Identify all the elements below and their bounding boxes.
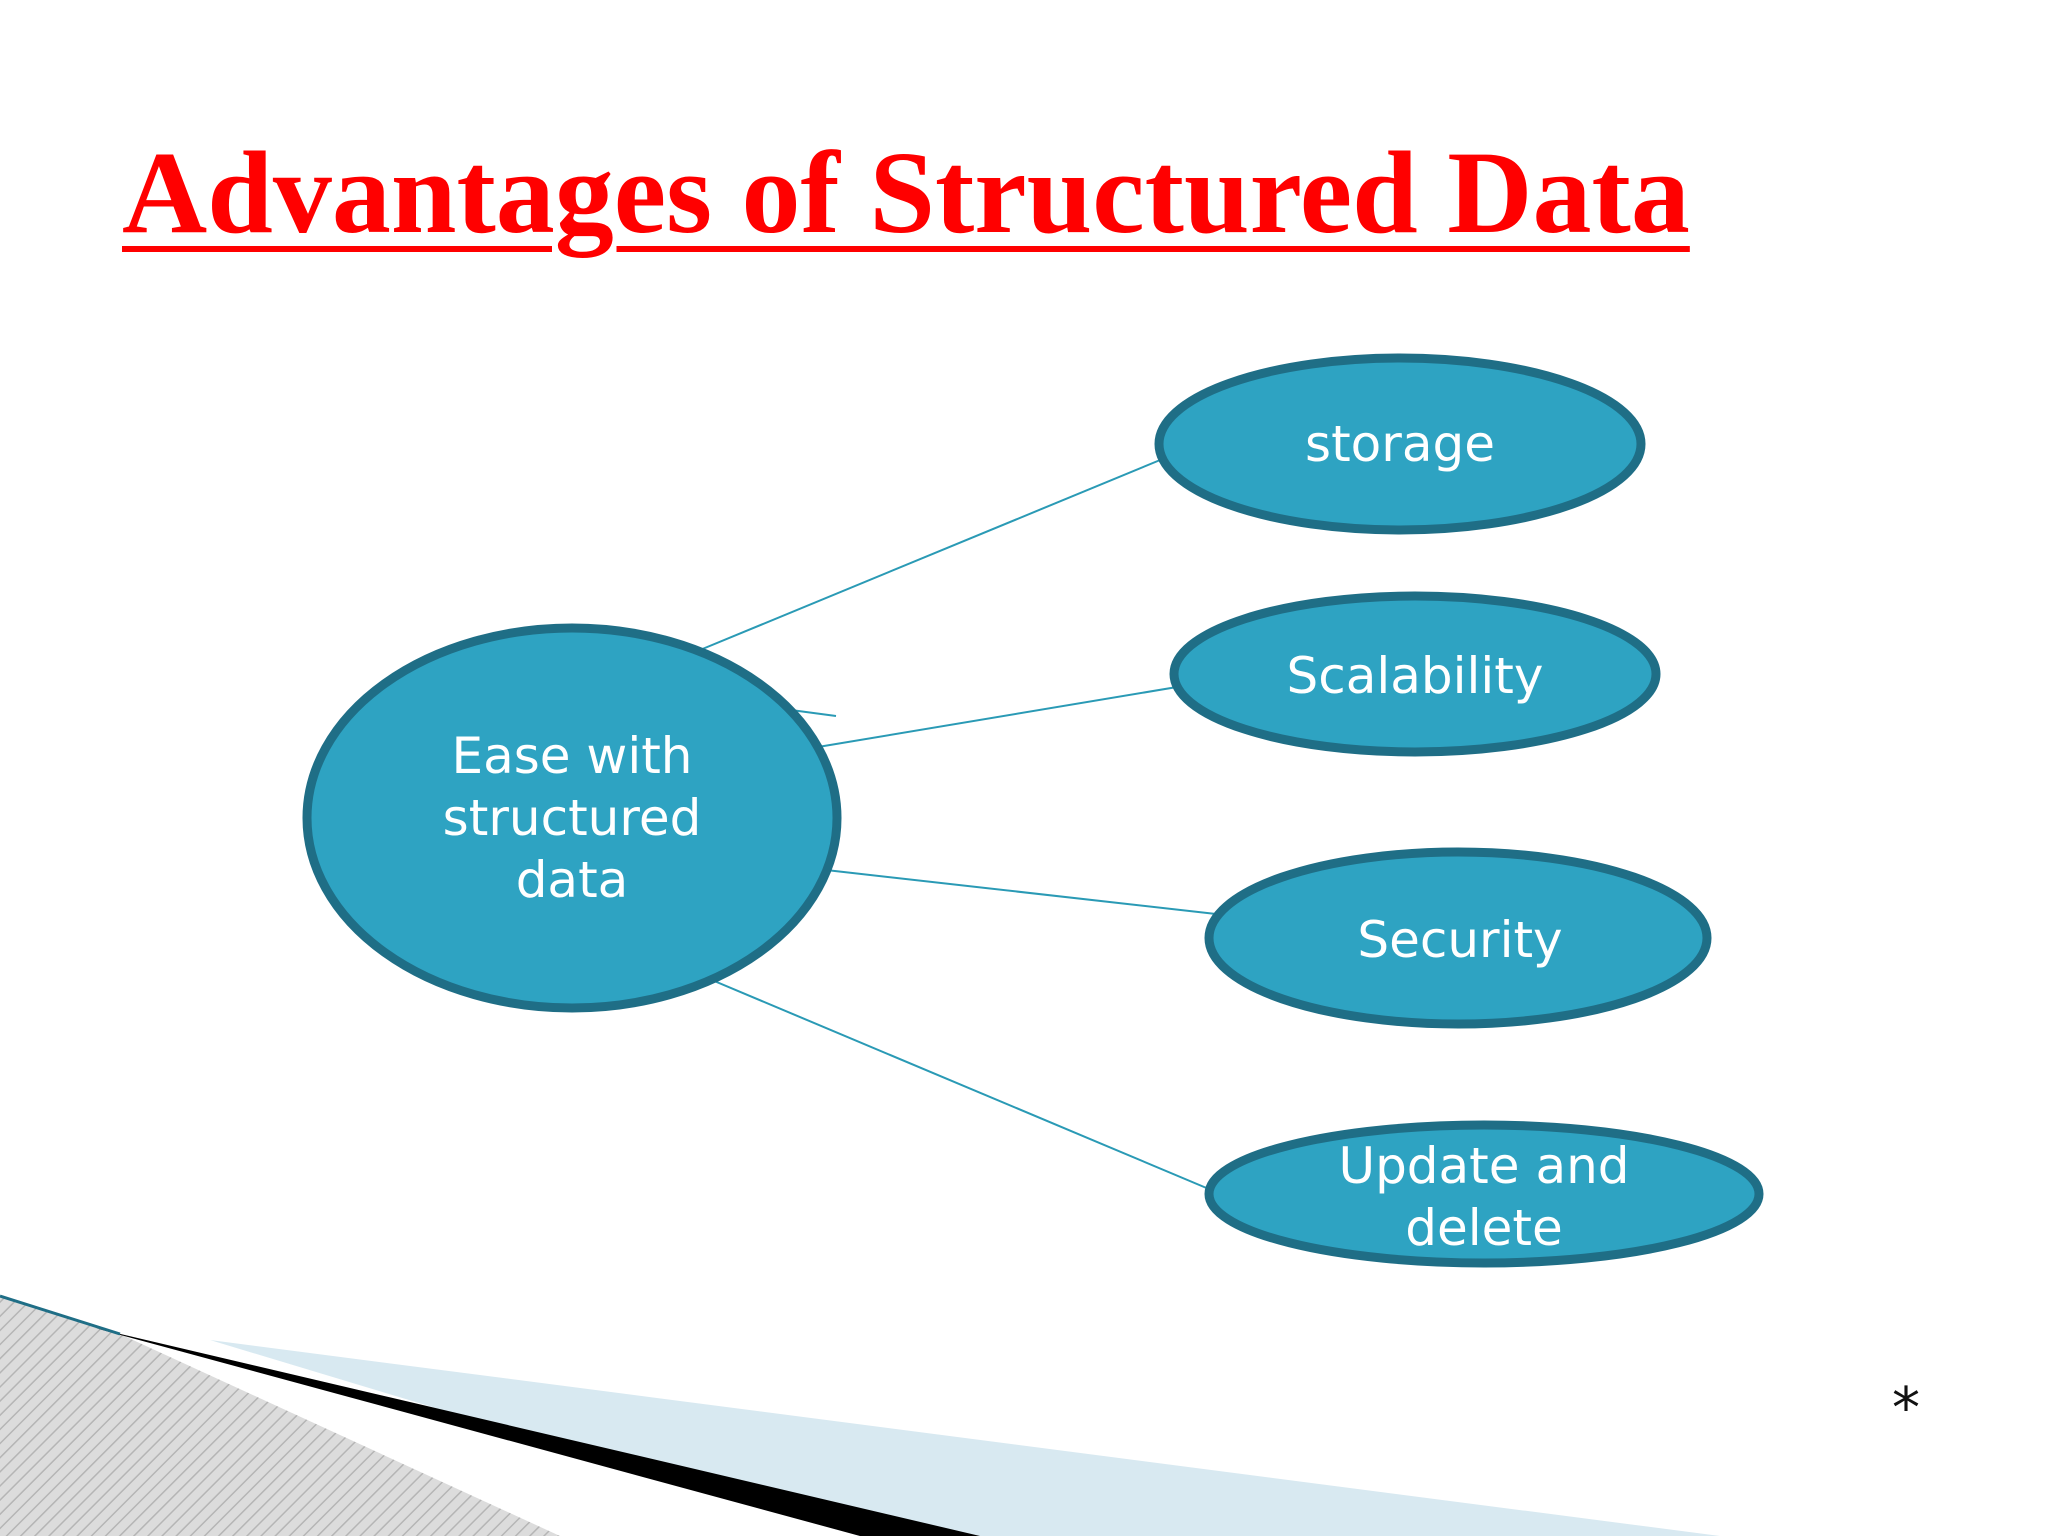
- connectors: [699, 457, 1217, 1193]
- light-blue-wedge: [210, 1340, 1720, 1536]
- connector-security: [825, 869, 1217, 915]
- teal-accent-line: [0, 1294, 121, 1336]
- update-node-shape: [1204, 1120, 1764, 1268]
- scalability-node-shape: [1169, 591, 1661, 757]
- slide-title: Advantages of Structured Data: [122, 127, 1690, 258]
- connector-storage: [699, 457, 1166, 651]
- hatch-wedge: [0, 1296, 560, 1536]
- storage-node-shape: [1154, 353, 1646, 535]
- footer-asterisk: *: [1892, 1376, 1920, 1441]
- connector-scalability: [811, 685, 1184, 749]
- center-node-shape: [302, 623, 842, 1013]
- connector-update: [699, 974, 1217, 1193]
- black-wedge: [95, 1328, 980, 1536]
- security-node-shape: [1204, 847, 1712, 1029]
